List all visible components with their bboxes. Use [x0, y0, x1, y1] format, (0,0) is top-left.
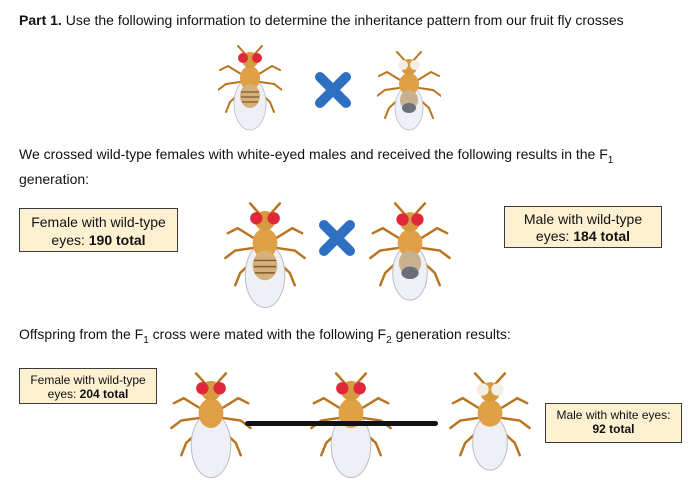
- f2-female-result-box: Female with wild-type eyes: 204 total: [19, 368, 157, 404]
- f2-female-label2: eyes:: [47, 387, 80, 401]
- cross-symbol-f1: [319, 220, 355, 256]
- fly-f1-male: [369, 202, 451, 301]
- f1-male-count: 184 total: [573, 228, 631, 244]
- f2-female-label: Female with wild-type: [30, 373, 146, 387]
- home-indicator[interactable]: [245, 421, 438, 426]
- f1-description-line2: generation:: [19, 170, 90, 187]
- f1-female-result-box: Female with wild-type eyes: 190 total: [19, 208, 178, 252]
- part-label: Part 1.: [19, 12, 62, 28]
- f1-male-result-box: Male with wild-type eyes: 184 total: [504, 206, 662, 248]
- f2-description-post: generation results:: [391, 326, 511, 342]
- fly-female-wildtype-top: [218, 45, 282, 131]
- f2-male-white-label: Male with white eyes:: [556, 408, 671, 422]
- fly-f2-3: [449, 372, 531, 471]
- intro-text: Use the following information to determi…: [65, 12, 624, 28]
- f2-description: Offspring from the F1 cross were mated w…: [19, 325, 659, 350]
- f1-female-count: 190 total: [88, 232, 146, 248]
- f1-subscript: 1: [607, 154, 614, 166]
- f2-female-count: 204 total: [79, 387, 129, 401]
- fly-f1-female: [224, 202, 306, 309]
- f2-subscript-1: 1: [143, 334, 149, 346]
- f2-male-white-count: 92 total: [592, 422, 635, 436]
- f1-male-label2: eyes:: [535, 228, 574, 244]
- f2-description-mid: cross were mated with the following F: [148, 326, 387, 342]
- intro-heading: Part 1. Use the following information to…: [19, 11, 624, 29]
- fly-male-whiteeye-top: [377, 51, 441, 131]
- f1-female-label: Female with wild-type: [31, 214, 166, 230]
- f1-description: We crossed wild-type females with white-…: [19, 145, 659, 188]
- cross-symbol-top: [315, 72, 351, 108]
- f1-female-label2: eyes:: [51, 232, 89, 248]
- f2-subscript-2: 2: [386, 334, 392, 346]
- f2-male-white-result-box: Male with white eyes: 92 total: [545, 403, 682, 443]
- f1-description-line1: We crossed wild-type females with white-…: [19, 146, 608, 162]
- f1-male-label: Male with wild-type: [523, 211, 643, 227]
- f2-description-pre: Offspring from the F: [19, 326, 144, 342]
- fly-f2-1: [170, 372, 252, 479]
